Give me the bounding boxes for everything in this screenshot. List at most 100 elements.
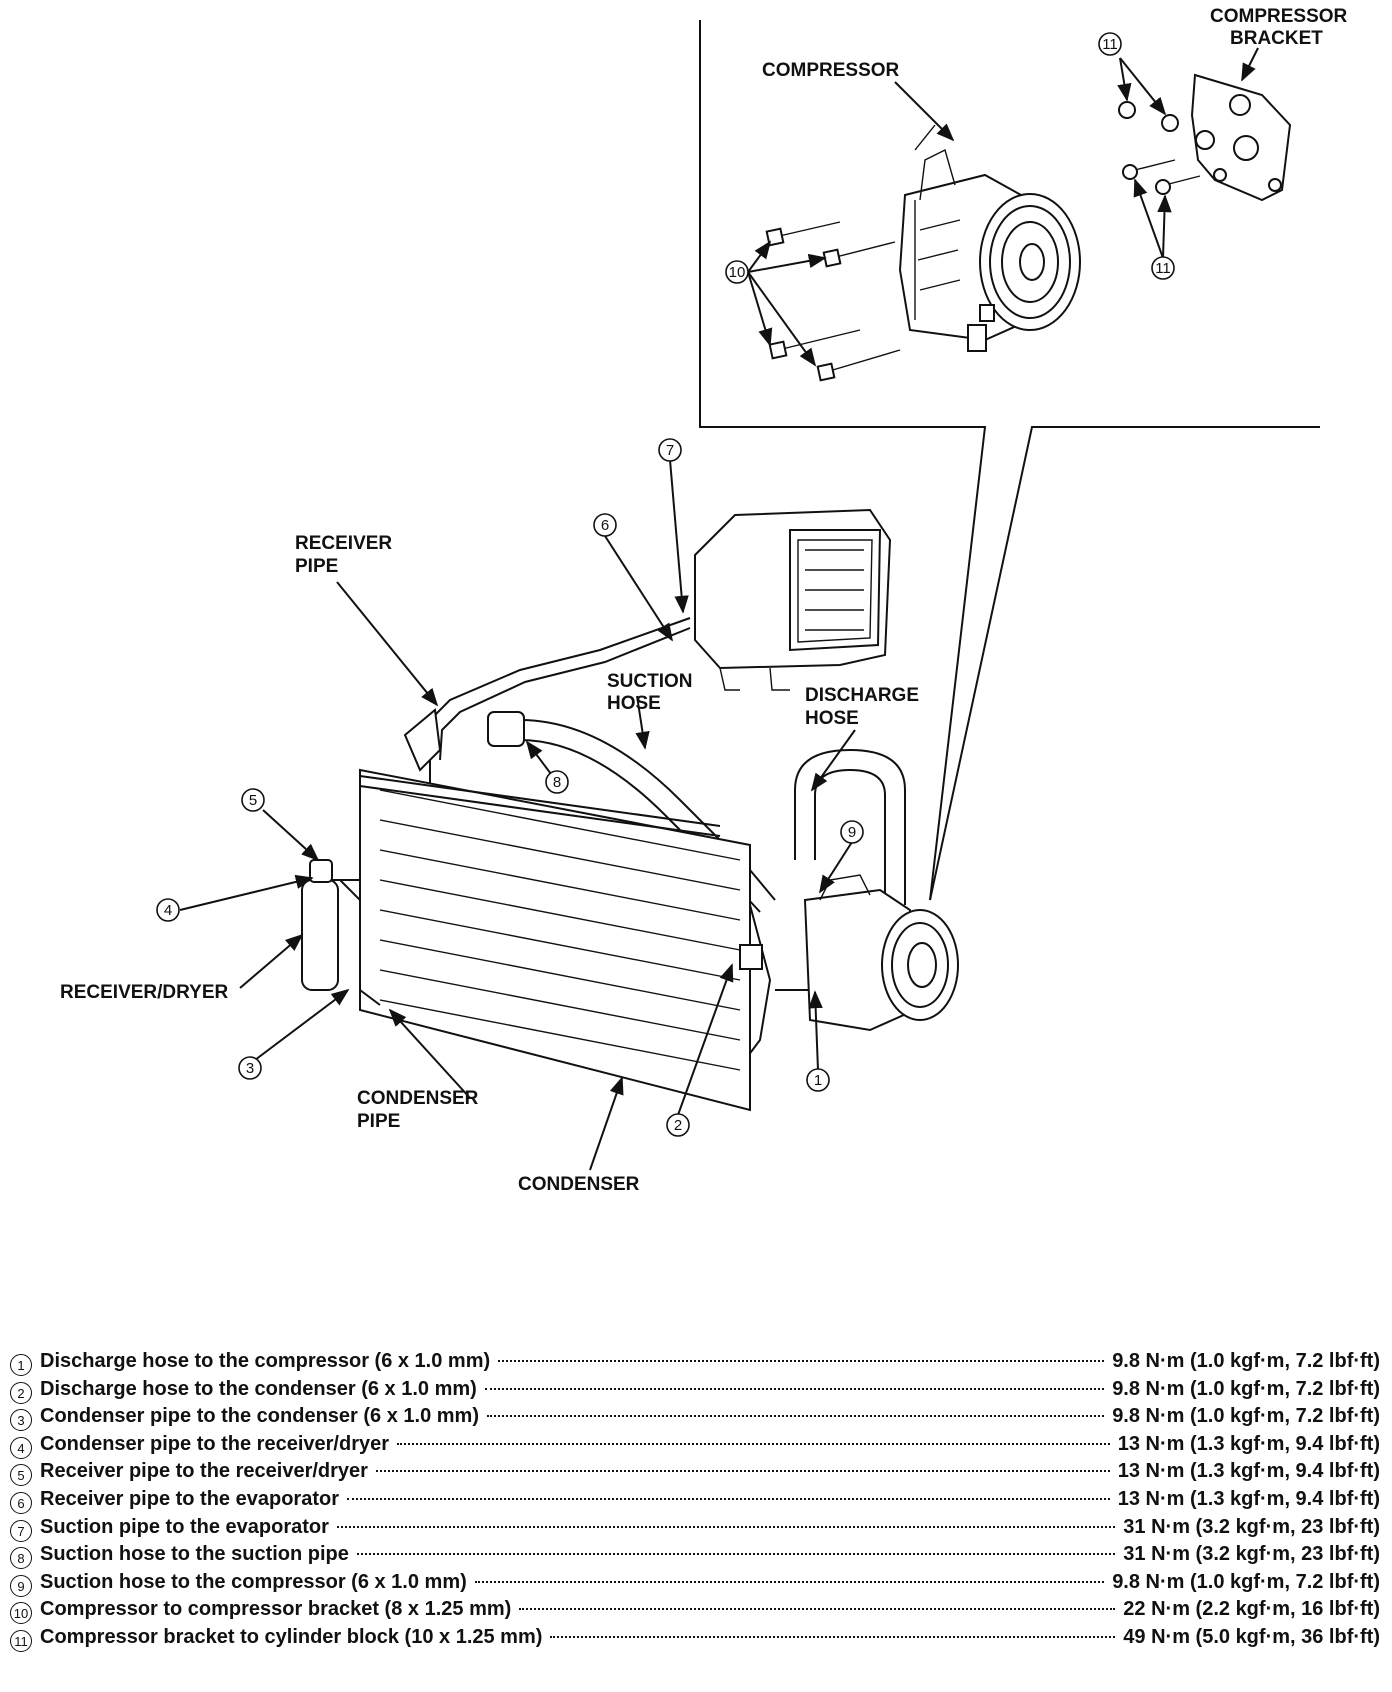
torque-spec-row: 4 Condenser pipe to the receiver/dryer 13 … [10, 1431, 1380, 1459]
compressor-main-drawing [803, 874, 959, 1032]
callout-7: 7 [658, 438, 682, 462]
spec-callout-number: 7 [10, 1519, 32, 1542]
callout-6: 6 [593, 513, 617, 537]
torque-spec-row: 6 Receiver pipe to the evaporator 13 N·m (… [10, 1486, 1380, 1514]
spec-description: Suction pipe to the evaporator [40, 1515, 329, 1538]
spec-torque-value: 13 N·m (1.3 kgf·m, 9.4 lbf·ft) [1117, 1460, 1380, 1483]
svg-text:3: 3 [246, 1060, 254, 1077]
callout-3: 3 [238, 1056, 262, 1080]
dot-leader [375, 1470, 1110, 1473]
callout-4: 4 [156, 898, 180, 922]
compressor-bracket-drawing [1118, 73, 1292, 202]
spec-torque-value: 13 N·m (1.3 kgf·m, 9.4 lbf·ft) [1117, 1487, 1380, 1510]
spec-torque-value: 9.8 N·m (1.0 kgf·m, 7.2 lbf·ft) [1112, 1350, 1380, 1372]
spec-callout-number: 8 [10, 1547, 32, 1570]
spec-callout-number: 2 [10, 1381, 32, 1404]
label-receiver-pipe-line2: PIPE [295, 556, 338, 577]
spec-torque-value: 9.8 N·m (1.0 kgf·m, 7.2 lbf·ft) [1112, 1570, 1380, 1593]
torque-spec-row: 5 Receiver pipe to the receiver/dryer 13 N… [10, 1458, 1380, 1487]
inset-frame [699, 20, 1320, 901]
svg-text:11: 11 [1102, 36, 1118, 53]
label-receiver-pipe: RECEIVER [295, 533, 392, 554]
spec-callout-number: 3 [10, 1409, 32, 1432]
receiver-dryer-drawing [301, 859, 381, 1006]
spec-callout-number: 9 [10, 1574, 32, 1597]
spec-torque-value: 49 N·m (5.0 kgf·m, 36 lbf·ft) [1123, 1625, 1380, 1648]
spec-callout-number: 5 [10, 1464, 32, 1487]
callout-2: 2 [666, 1113, 690, 1137]
dot-leader [356, 1553, 1116, 1556]
label-condenser-pipe-line2: PIPE [357, 1111, 400, 1132]
svg-text:9: 9 [848, 824, 856, 841]
condenser-drawing [359, 768, 763, 1112]
dot-leader [550, 1635, 1116, 1638]
compressor-detail-drawing [898, 124, 1081, 352]
label-compressor: COMPRESSOR [762, 60, 900, 81]
dot-leader [474, 1580, 1105, 1583]
svg-text:4: 4 [164, 902, 172, 919]
dot-leader [336, 1525, 1116, 1528]
svg-text:1: 1 [814, 1072, 822, 1089]
torque-spec-row: 9 Suction hose to the compressor (6 x 1.0… [10, 1569, 1380, 1597]
torque-spec-row: 11 Compressor bracket to cylinder block (… [10, 1624, 1380, 1652]
spec-callout-number: 10 [10, 1602, 32, 1625]
spec-description: Discharge hose to the compressor (6 x 1.… [40, 1350, 491, 1372]
callout-11-bottom: 11 [1151, 256, 1175, 280]
spec-torque-value: 9.8 N·m (1.0 kgf·m, 7.2 lbf·ft) [1112, 1405, 1380, 1428]
label-discharge-hose-line2: HOSE [805, 708, 859, 729]
callout-8: 8 [545, 770, 569, 794]
label-compressor-bracket: COMPRESSOR [1210, 6, 1348, 27]
label-condenser-pipe: CONDENSER [357, 1088, 479, 1109]
callout-1: 1 [806, 1068, 830, 1092]
torque-spec-list: 1 Discharge hose to the compressor (6 x 1… [10, 1348, 1380, 1652]
spec-torque-value: 31 N·m (3.2 kgf·m, 23 lbf·ft) [1123, 1515, 1380, 1538]
dot-leader [484, 1387, 1105, 1390]
spec-callout-number: 1 [10, 1354, 32, 1376]
svg-text:2: 2 [674, 1117, 682, 1134]
torque-spec-row: 8 Suction hose to the suction pipe 31 N·m … [10, 1541, 1380, 1570]
callout-11-top: 11 [1098, 32, 1122, 56]
dot-leader [397, 1442, 1110, 1445]
inset-leaders [747, 47, 1259, 367]
spec-description: Compressor bracket to cylinder block (10… [40, 1625, 543, 1648]
label-suction-hose: SUCTION [607, 671, 693, 692]
spec-description: Discharge hose to the condenser (6 x 1.0… [40, 1377, 477, 1400]
label-discharge-hose: DISCHARGE [805, 685, 919, 706]
svg-text:7: 7 [666, 442, 674, 459]
svg-text:11: 11 [1155, 260, 1171, 277]
spec-callout-number: 6 [10, 1491, 32, 1514]
label-condenser: CONDENSER [518, 1174, 640, 1195]
dot-leader [346, 1497, 1110, 1500]
callout-5: 5 [241, 788, 265, 812]
spec-description: Condenser pipe to the receiver/dryer [40, 1432, 390, 1455]
label-suction-hose-line2: HOSE [607, 693, 661, 714]
spec-torque-value: 13 N·m (1.3 kgf·m, 9.4 lbf·ft) [1117, 1432, 1380, 1455]
svg-text:6: 6 [601, 517, 609, 534]
torque-spec-row: 2 Discharge hose to the condenser (6 x 1.… [10, 1376, 1380, 1404]
spec-callout-number: 4 [10, 1436, 32, 1459]
torque-spec-row: 1 Discharge hose to the compressor (6 x 1… [10, 1348, 1380, 1376]
spec-callout-number: 11 [10, 1629, 32, 1652]
torque-spec-row: 10 Compressor to compressor bracket (8 x … [10, 1596, 1380, 1625]
callout-10: 10 [725, 260, 749, 284]
spec-description: Compressor to compressor bracket (8 x 1.… [40, 1598, 512, 1621]
svg-text:5: 5 [249, 792, 257, 809]
dot-leader [519, 1608, 1116, 1611]
spec-description: Receiver pipe to the receiver/dryer [40, 1460, 368, 1483]
label-compressor-bracket-line2: BRACKET [1230, 28, 1323, 49]
dot-leader [498, 1360, 1105, 1362]
torque-spec-row: 3 Condenser pipe to the condenser (6 x 1.… [10, 1403, 1380, 1432]
spec-torque-value: 22 N·m (2.2 kgf·m, 16 lbf·ft) [1123, 1598, 1380, 1621]
torque-spec-row: 7 Suction pipe to the evaporator 31 N·m (3… [10, 1514, 1380, 1542]
spec-description: Suction hose to the compressor (6 x 1.0 … [40, 1570, 467, 1593]
spec-description: Suction hose to the suction pipe [40, 1543, 349, 1566]
evaporator-drawing [694, 508, 892, 691]
spec-description: Condenser pipe to the condenser (6 x 1.0… [40, 1405, 479, 1428]
svg-text:8: 8 [553, 774, 561, 791]
bolts-10 [765, 221, 901, 382]
callout-9: 9 [840, 820, 864, 844]
spec-torque-value: 9.8 N·m (1.0 kgf·m, 7.2 lbf·ft) [1112, 1377, 1380, 1400]
spec-torque-value: 31 N·m (3.2 kgf·m, 23 lbf·ft) [1123, 1543, 1380, 1566]
spec-description: Receiver pipe to the evaporator [40, 1487, 339, 1510]
